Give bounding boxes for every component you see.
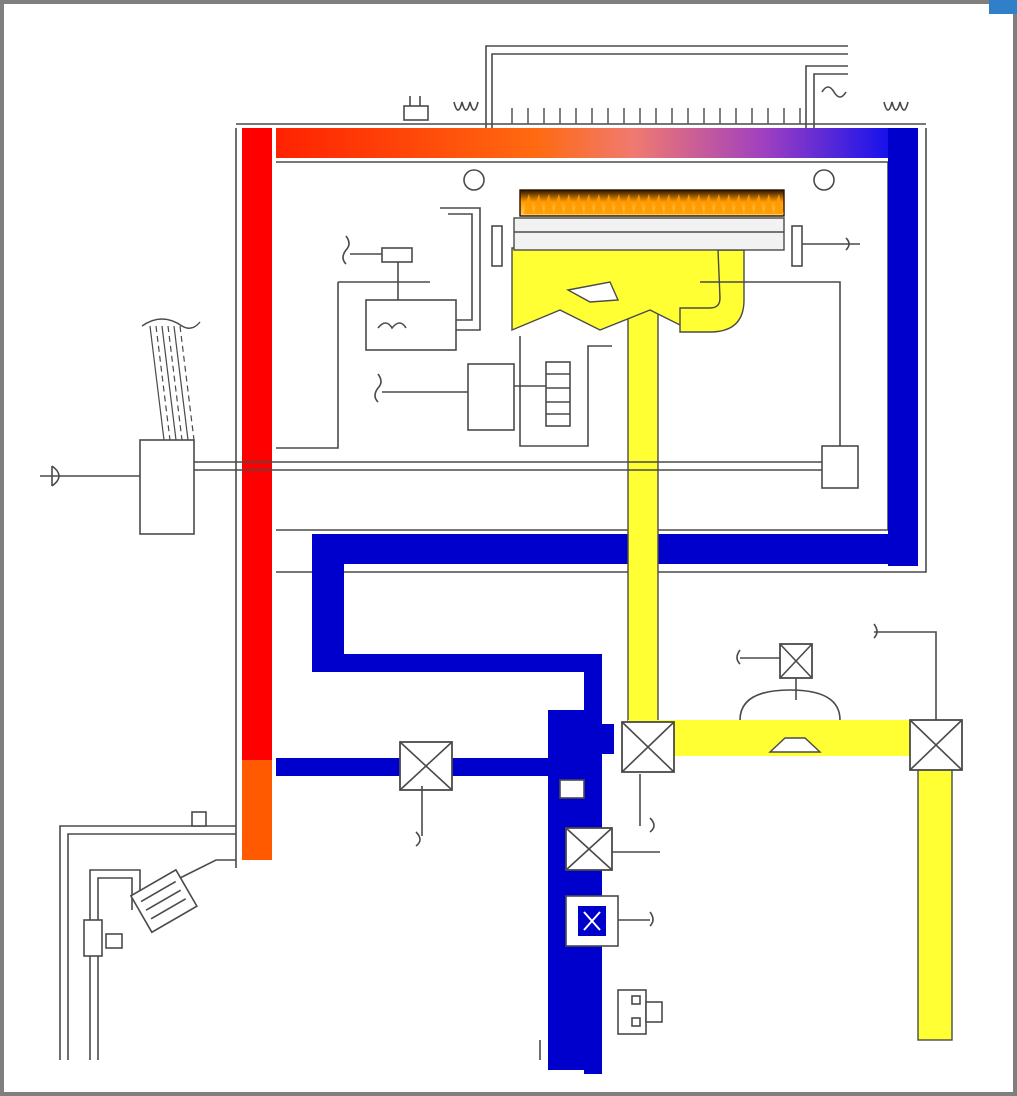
gas-control-lines (415, 623, 937, 847)
flame-tongue (694, 194, 704, 214)
flame-tongue (614, 194, 624, 214)
valve-diagonal (399, 741, 453, 791)
flame-tongue (604, 194, 614, 214)
flame-tongue (724, 194, 734, 214)
flame-icon (524, 194, 784, 214)
valve-diagonal (909, 719, 963, 771)
cable-strand (179, 325, 195, 441)
flame-tongue (584, 194, 594, 214)
valve-group (399, 643, 963, 871)
flame-tongue (714, 194, 724, 214)
valve-diagonal (565, 827, 613, 871)
flame-tongue (744, 194, 754, 214)
flame-tongue (654, 194, 664, 214)
valve-diagonal (621, 721, 675, 773)
flame-tongue (524, 194, 534, 214)
power-cable (141, 318, 201, 441)
flame-tongue (684, 194, 694, 214)
flame-tongue (664, 194, 674, 214)
pressure-switch-assembly (59, 811, 236, 1060)
water-governor (539, 779, 663, 1060)
cable-strand (155, 325, 171, 441)
flame-tongue (574, 194, 584, 214)
flame-tongue (594, 194, 604, 214)
control-wiring (40, 207, 859, 535)
flame-tongue (754, 194, 764, 214)
burner-assembly (491, 189, 860, 267)
flame-tongue (624, 194, 634, 214)
cable-strand (149, 325, 165, 441)
corner-tab-icon (989, 0, 1017, 14)
flame-tongue (674, 194, 684, 214)
flame-tongue (764, 194, 774, 214)
hot-water-pipe (242, 128, 894, 868)
cable-strand (161, 325, 177, 441)
cable-end (141, 318, 201, 329)
flame-tongue (554, 194, 564, 214)
flame-tongue (734, 194, 744, 214)
flame-tongue (534, 194, 544, 214)
flame-tongue (774, 194, 784, 214)
cable-strand (173, 325, 189, 441)
flame-tongue (644, 194, 654, 214)
flame-tongue (564, 194, 574, 214)
heat-exchanger-fins (511, 108, 801, 124)
gas-pipe (511, 247, 953, 1041)
flame-tongue (704, 194, 714, 214)
cable-strand (167, 325, 183, 441)
flame-tongue (544, 194, 554, 214)
flame-tongue (634, 194, 644, 214)
flue-outline (403, 45, 909, 128)
valve-diagonal (779, 643, 813, 679)
